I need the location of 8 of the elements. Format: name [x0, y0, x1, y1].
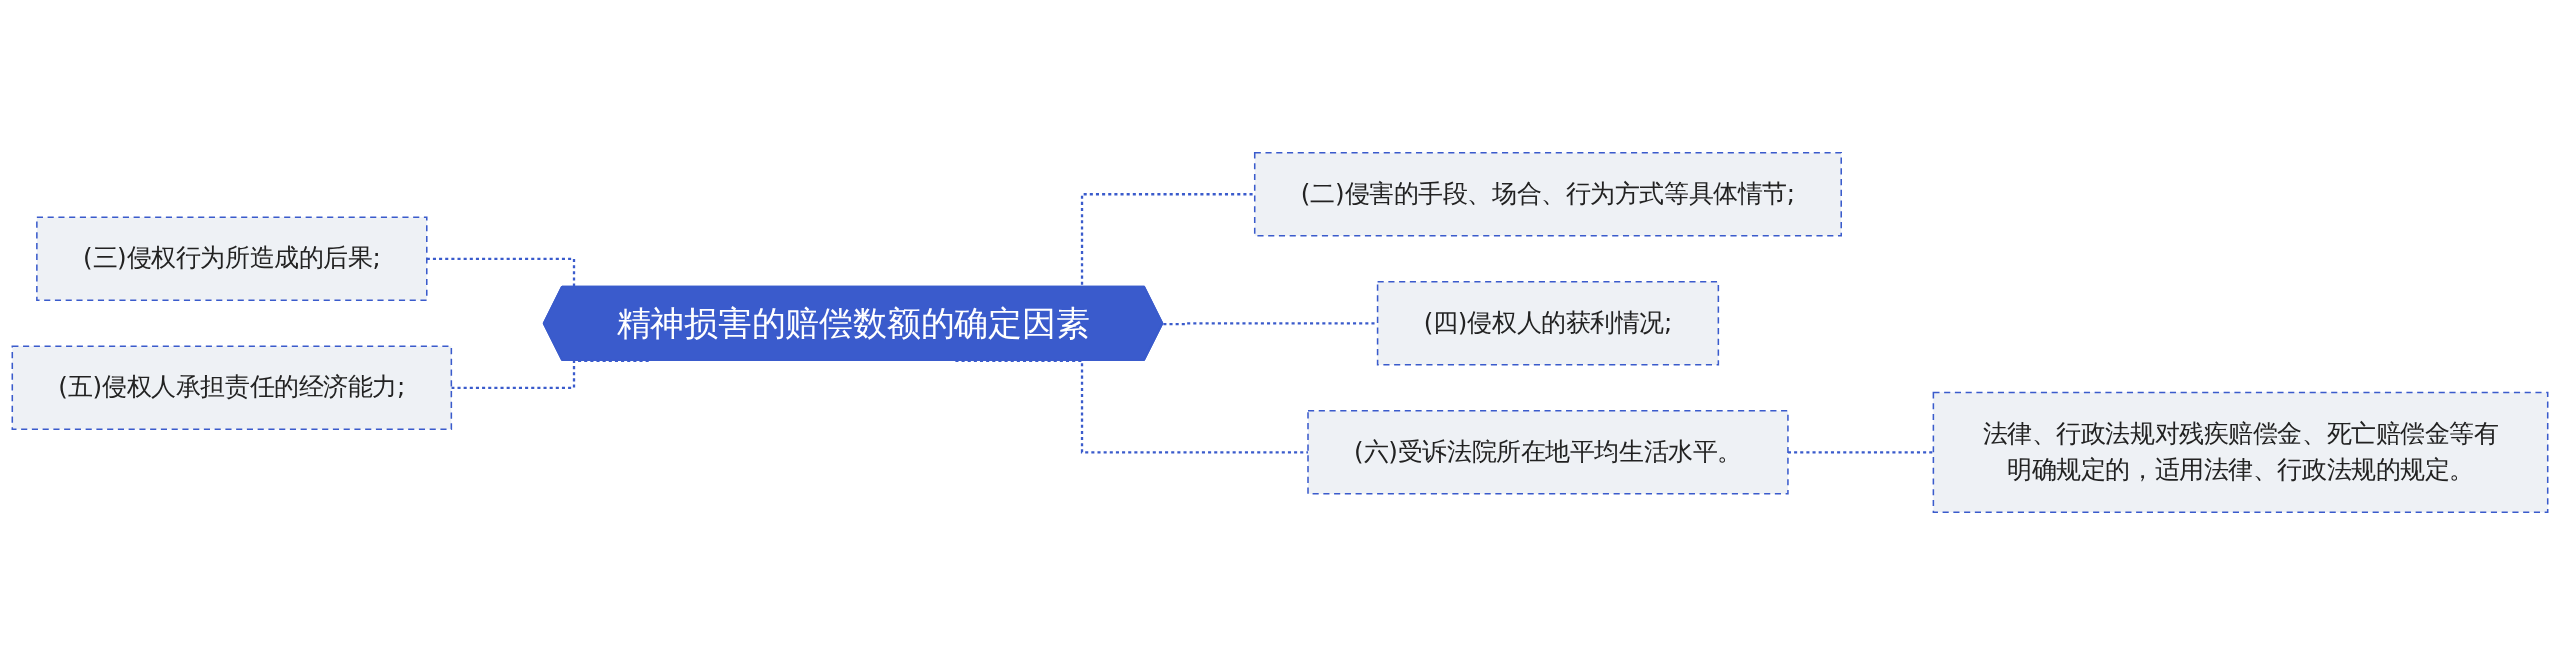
node-box: (四)侵权人的获利情况; [1376, 281, 1720, 366]
connector [1163, 322, 1378, 326]
node-box: 法律、行政法规对残疾赔偿金、死亡赔偿金等有明确规定的，适用法律、行政法规的规定。 [1932, 391, 2549, 513]
node-box: (三)侵权行为所造成的后果; [36, 216, 428, 301]
connector [1787, 451, 1934, 454]
node-box: (二)侵害的手段、场合、行为方式等具体情节; [1253, 152, 1842, 237]
node-box: (五)侵权人承担责任的经济能力; [11, 345, 453, 431]
node-box: (六)受诉法院所在地平均生活水平。 [1307, 410, 1789, 495]
